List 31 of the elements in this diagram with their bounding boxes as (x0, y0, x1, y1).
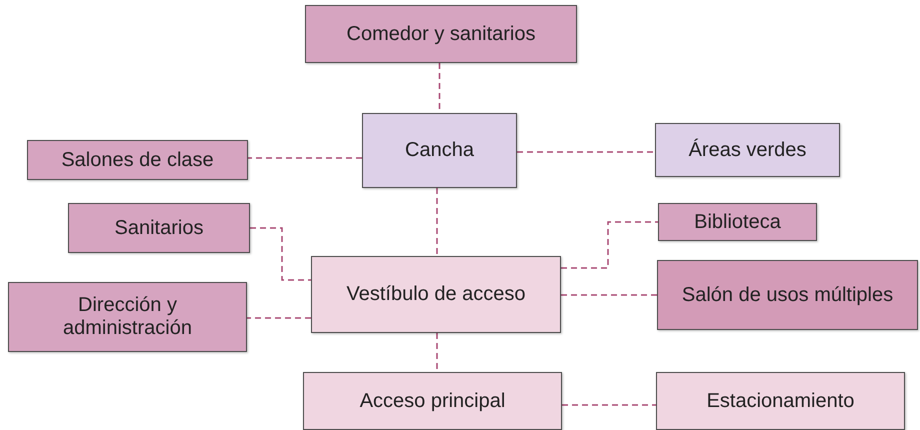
room-box (311, 256, 561, 333)
room-label: Áreas verdes (688, 138, 808, 162)
room-box (658, 203, 817, 241)
room-label: Salón de usos múltiples (680, 284, 894, 306)
room-label: Comedor y sanitarios (346, 22, 536, 46)
room-label: Sanitarios (114, 216, 204, 240)
room-label: Vestíbulo de acceso (345, 283, 526, 306)
room-box (362, 113, 517, 188)
connector-line (562, 404, 656, 406)
room-box (27, 140, 248, 180)
room-box (656, 372, 905, 430)
connector-line (247, 317, 311, 319)
room-box (305, 5, 577, 63)
room-box (655, 123, 840, 177)
room-box (8, 282, 247, 352)
connector-line (436, 188, 438, 256)
room-label: Dirección y administración (62, 294, 193, 340)
room-label: Salones de clase (60, 148, 215, 172)
room-box (657, 260, 918, 330)
connector-line (248, 157, 362, 159)
room-label: Acceso principal (358, 390, 506, 412)
connector-line (517, 151, 655, 153)
connector-line (436, 333, 438, 372)
connector-line (561, 294, 657, 296)
room-label: Estacionamiento (706, 390, 856, 412)
room-box (68, 203, 250, 253)
connector-line (561, 221, 658, 269)
room-label: Biblioteca (693, 210, 782, 234)
room-label: Cancha (404, 139, 475, 162)
connector-line (250, 227, 311, 281)
room-box (303, 372, 562, 430)
